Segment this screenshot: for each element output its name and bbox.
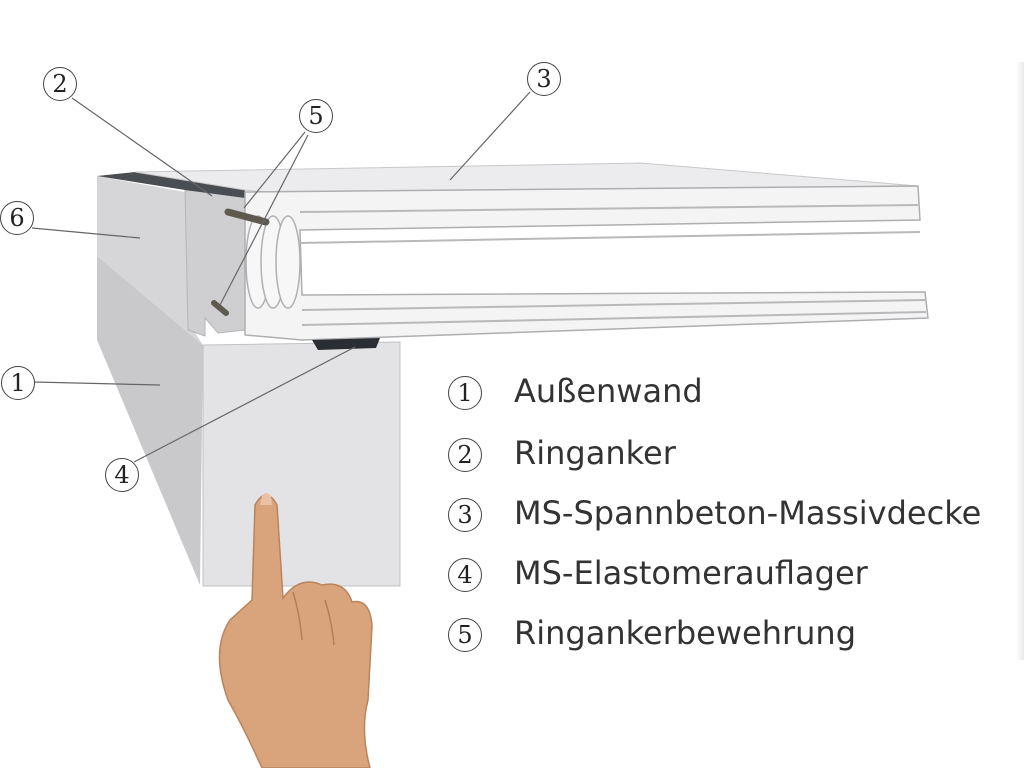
legend-label: MS-Elastomerauflager <box>514 554 868 592</box>
hollow-core-3 <box>275 215 301 309</box>
elastomer-bearing <box>312 338 380 350</box>
leader-line-1 <box>33 381 161 386</box>
callout-3: 3 <box>527 62 561 96</box>
leader-line-3 <box>449 91 531 181</box>
legend-label: Ringankerbewehrung <box>514 614 857 652</box>
outer-wall-left-face <box>97 178 203 585</box>
legend-number: 4 <box>448 558 482 592</box>
right-edge-shadow <box>1016 62 1024 660</box>
pointing-hand-icon <box>218 493 373 768</box>
leader-line-4 <box>133 346 356 463</box>
legend-item: 4 MS-Elastomerauflager <box>448 554 1024 604</box>
ring-beam-rebar-2 <box>211 300 229 316</box>
legend-label: Ringanker <box>514 434 676 472</box>
legend-label: Außenwand <box>514 372 703 410</box>
leader-line-5b <box>219 134 309 306</box>
callout-1: 1 <box>1 366 35 400</box>
legend-item: 1 Außenwand <box>448 372 1024 422</box>
slab-groove-2 <box>299 231 921 244</box>
slab-groove-4 <box>301 311 927 326</box>
slab-side-face <box>244 185 929 341</box>
callout-5: 5 <box>299 99 333 133</box>
legend-number: 1 <box>448 376 482 410</box>
callout-2: 2 <box>43 67 77 101</box>
ring-beam-rebar-1 <box>224 208 270 226</box>
slab-groove-3 <box>301 299 927 311</box>
ring-beam-top <box>97 172 245 198</box>
leader-line-6 <box>31 227 141 239</box>
leader-line-5a <box>243 131 306 209</box>
legend-item: 5 Ringankerbewehrung <box>448 614 1024 664</box>
callout-4: 4 <box>105 458 139 492</box>
leader-line-2 <box>71 97 213 197</box>
outer-wall-upper-face <box>97 176 203 345</box>
legend-item: 2 Ringanker <box>448 434 1024 484</box>
legend-item: 3 MS-Spannbeton-Massivdecke <box>448 494 1024 544</box>
outer-wall-front-face <box>202 341 401 587</box>
legend-number: 3 <box>448 498 482 532</box>
legend-label: MS-Spannbeton-Massivdecke <box>514 494 982 532</box>
slab-groove-1 <box>299 204 919 213</box>
legend-number: 2 <box>448 438 482 472</box>
legend-number: 5 <box>448 618 482 652</box>
callout-6: 6 <box>0 201 34 235</box>
